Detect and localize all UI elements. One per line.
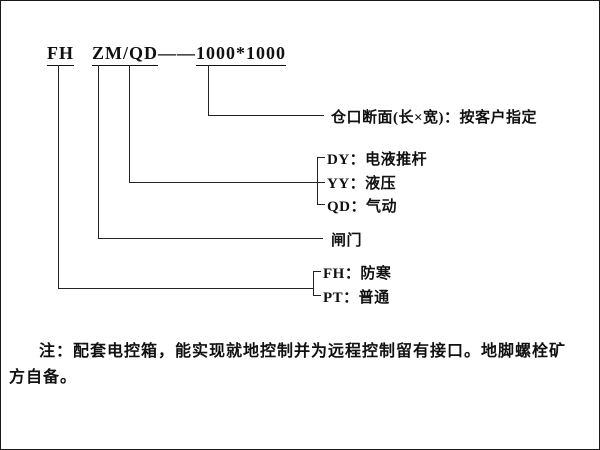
model-code-gate: ZM/QD xyxy=(92,43,158,66)
connector-line-size-vertical xyxy=(208,65,209,115)
note-text-line1: 注：配套电控箱，能实现就地控制并为远程控制留有接口。地脚螺栓矿 xyxy=(39,343,567,360)
model-code-dash: —— xyxy=(158,43,196,63)
prefix-options-tick-bottom xyxy=(313,295,321,296)
drive-options-tick-bottom xyxy=(317,204,325,205)
prefix-option-fh-label: FH：防寒 xyxy=(323,266,392,282)
drive-option-qd-label: QD：气动 xyxy=(327,199,398,215)
prefix-options-tick-top xyxy=(313,271,321,272)
connector-line-gate-vertical xyxy=(98,65,99,238)
note-text-line2: 方自备。 xyxy=(9,369,78,386)
prefix-option-pt-label: PT：普通 xyxy=(323,290,390,306)
opening-callout-label: 仓口断面(长×宽)：按客户指定 xyxy=(331,110,538,126)
drive-options-bracket xyxy=(317,157,318,205)
model-code-size: 1000*1000 xyxy=(196,43,286,66)
connector-line-gate-horizontal xyxy=(98,238,323,239)
drive-options-tick-top xyxy=(317,157,325,158)
connector-line-size-horizontal xyxy=(208,115,324,116)
prefix-options-bracket xyxy=(313,271,314,296)
drive-option-dy-label: DY：电液推杆 xyxy=(327,152,428,168)
connector-line-drive-horizontal xyxy=(129,182,317,183)
connector-line-prefix-vertical xyxy=(58,65,59,288)
connector-line-drive-vertical xyxy=(129,65,130,182)
drive-option-yy-label: YY：液压 xyxy=(327,176,397,192)
model-code-prefix: FH xyxy=(47,43,74,66)
model-code: FH ZM/QD——1000*1000 xyxy=(47,43,286,66)
gate-callout-label: 闸门 xyxy=(331,233,363,249)
drive-options-tick-middle xyxy=(317,182,325,183)
connector-line-prefix-horizontal xyxy=(58,288,313,289)
